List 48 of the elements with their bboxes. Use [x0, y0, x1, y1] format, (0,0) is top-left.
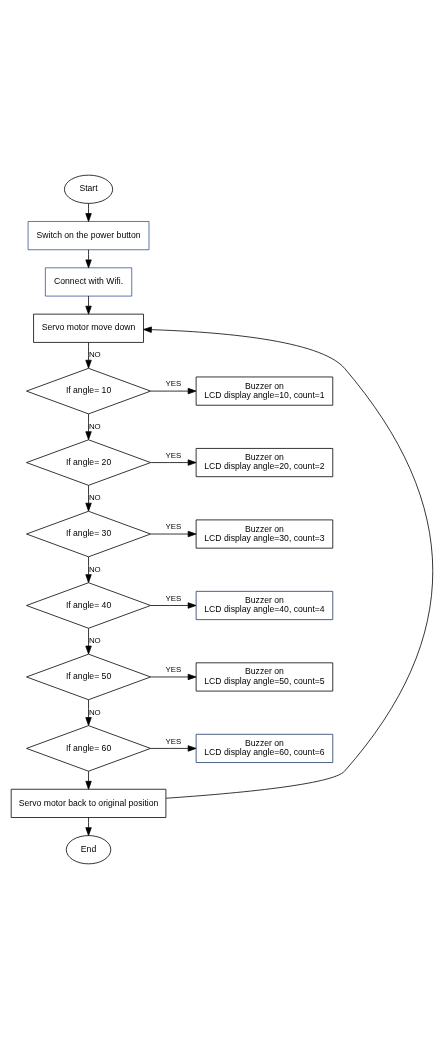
arrow — [85, 556, 92, 583]
edge-label: NO — [88, 564, 101, 574]
arrow — [85, 485, 92, 512]
edge-label: YES — [165, 736, 182, 746]
edge-label: NO — [88, 421, 101, 431]
node-box: Buzzer on LCD display angle=30, count=3 — [195, 519, 334, 549]
node-box: Servo motor move down — [33, 313, 144, 343]
node-diamond: If angle= 10 — [26, 367, 151, 415]
edge-label: YES — [165, 593, 182, 603]
edge-label: YES — [165, 450, 182, 460]
node-ellipse: Start — [64, 174, 114, 204]
arrow — [85, 628, 92, 655]
edge-label: NO — [88, 350, 101, 360]
edge-label: NO — [88, 707, 101, 717]
arrow — [85, 817, 92, 836]
edge-label: YES — [165, 379, 182, 389]
node-box: Buzzer on LCD display angle=20, count=2 — [195, 448, 334, 478]
arrow — [85, 295, 92, 315]
arrow — [150, 459, 197, 466]
arrow — [150, 530, 197, 538]
arrow — [85, 249, 92, 269]
node-diamond: If angle= 30 — [26, 510, 151, 558]
arrow — [150, 387, 197, 395]
node-diamond: If angle= 20 — [26, 439, 151, 486]
node-box: Switch on the power button — [27, 221, 150, 251]
node-diamond: If angle= 60 — [26, 725, 151, 772]
arrow — [150, 602, 197, 609]
arrow — [150, 745, 197, 752]
node-box: Servo motor back to original position — [10, 788, 167, 818]
edge-label: YES — [165, 665, 182, 675]
node-box: Buzzer on LCD display angle=60, count=6 — [195, 733, 334, 763]
arrow — [85, 342, 92, 369]
edge-label: YES — [165, 522, 182, 532]
node-ellipse: End — [65, 835, 112, 865]
node-diamond: If angle= 40 — [26, 582, 151, 629]
edge-label: NO — [88, 636, 101, 646]
node-box: Buzzer on LCD display angle=40, count=4 — [195, 590, 334, 621]
edge-label: NO — [88, 493, 101, 503]
node-box: Buzzer on LCD display angle=10, count=1 — [195, 376, 334, 406]
arrow — [85, 203, 92, 222]
node-diamond: If angle= 50 — [26, 653, 151, 701]
node-box: Connect with Wifi. — [44, 267, 133, 297]
arrow — [85, 770, 92, 790]
arrow — [85, 413, 92, 440]
node-box: Buzzer on LCD display angle=50, count=5 — [195, 662, 334, 692]
arrow — [150, 673, 197, 681]
arrow — [85, 699, 92, 726]
arrow — [143, 326, 434, 799]
